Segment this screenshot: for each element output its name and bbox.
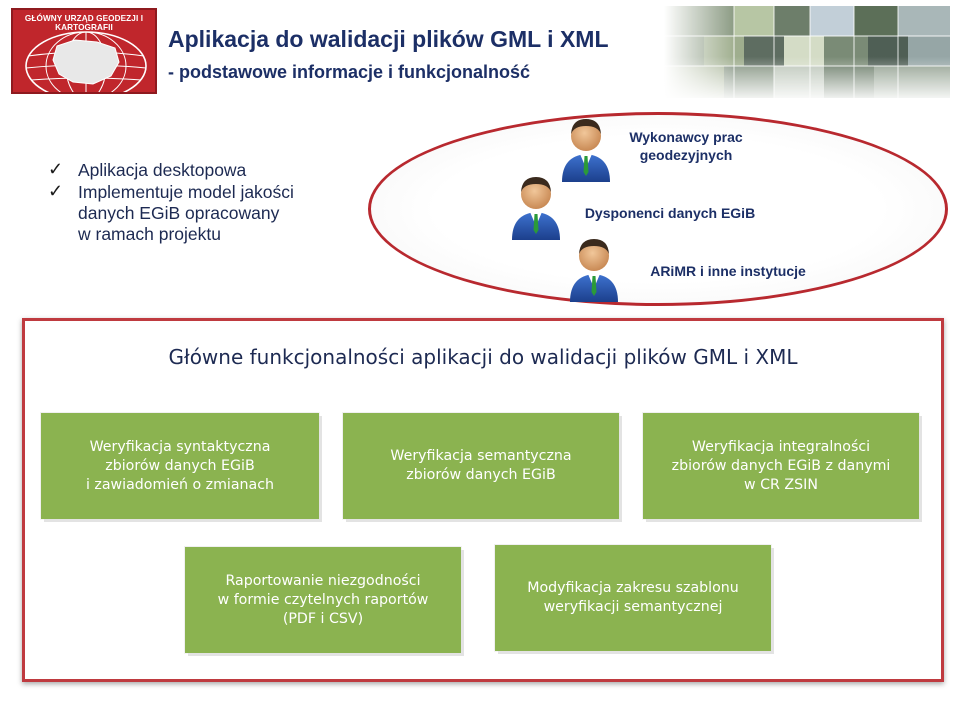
users-ellipse xyxy=(368,112,948,306)
functions-panel: Główne funkcjonalności aplikacji do wali… xyxy=(22,318,944,682)
function-card: Weryfikacja syntaktyczna zbiorów danych … xyxy=(41,413,319,519)
bullet-item: ✓ Implementuje model jakości danych EGiB… xyxy=(46,181,336,245)
function-card: Weryfikacja semantyczna zbiorów danych E… xyxy=(343,413,619,519)
page-subtitle: - podstawowe informacje i funkcjonalność xyxy=(168,62,531,82)
bullet-item: ✓ Aplikacja desktopowa xyxy=(46,159,336,181)
checkmark-icon: ✓ xyxy=(48,181,64,201)
function-card: Weryfikacja integralności zbiorów danych… xyxy=(643,413,919,519)
person-icon xyxy=(508,170,564,240)
checkmark-icon: ✓ xyxy=(48,159,64,179)
user-group-label: ARiMR i inne instytucje xyxy=(650,263,806,279)
page-title: Aplikacja do walidacji plików GML i XML xyxy=(168,26,609,52)
user-group-label: Dysponenci danych EGiB xyxy=(584,205,756,221)
function-card: Modyfikacja zakresu szablonu weryfikacji… xyxy=(495,545,771,651)
bullet-text: w ramach projektu xyxy=(78,224,221,244)
map-mosaic-image xyxy=(664,6,950,98)
logo-text: GŁÓWNY URZĄD GEODEZJI I KARTOGRAFII xyxy=(24,14,144,32)
user-group-label: Wykonawcy prac geodezyjnych xyxy=(629,129,743,163)
bullet-text: Aplikacja desktopowa xyxy=(78,160,247,180)
function-card: Raportowanie niezgodności w formie czyte… xyxy=(185,547,461,653)
gugik-logo: GŁÓWNY URZĄD GEODEZJI I KARTOGRAFII xyxy=(11,8,157,94)
bullet-text: danych EGiB opracowany xyxy=(78,203,280,223)
panel-title: Główne funkcjonalności aplikacji do wali… xyxy=(168,345,798,369)
person-icon xyxy=(566,232,622,302)
globe-icon xyxy=(25,31,147,92)
feature-bullets: ✓ Aplikacja desktopowa ✓ Implementuje mo… xyxy=(46,159,336,246)
bullet-text: Implementuje model jakości xyxy=(78,182,294,202)
